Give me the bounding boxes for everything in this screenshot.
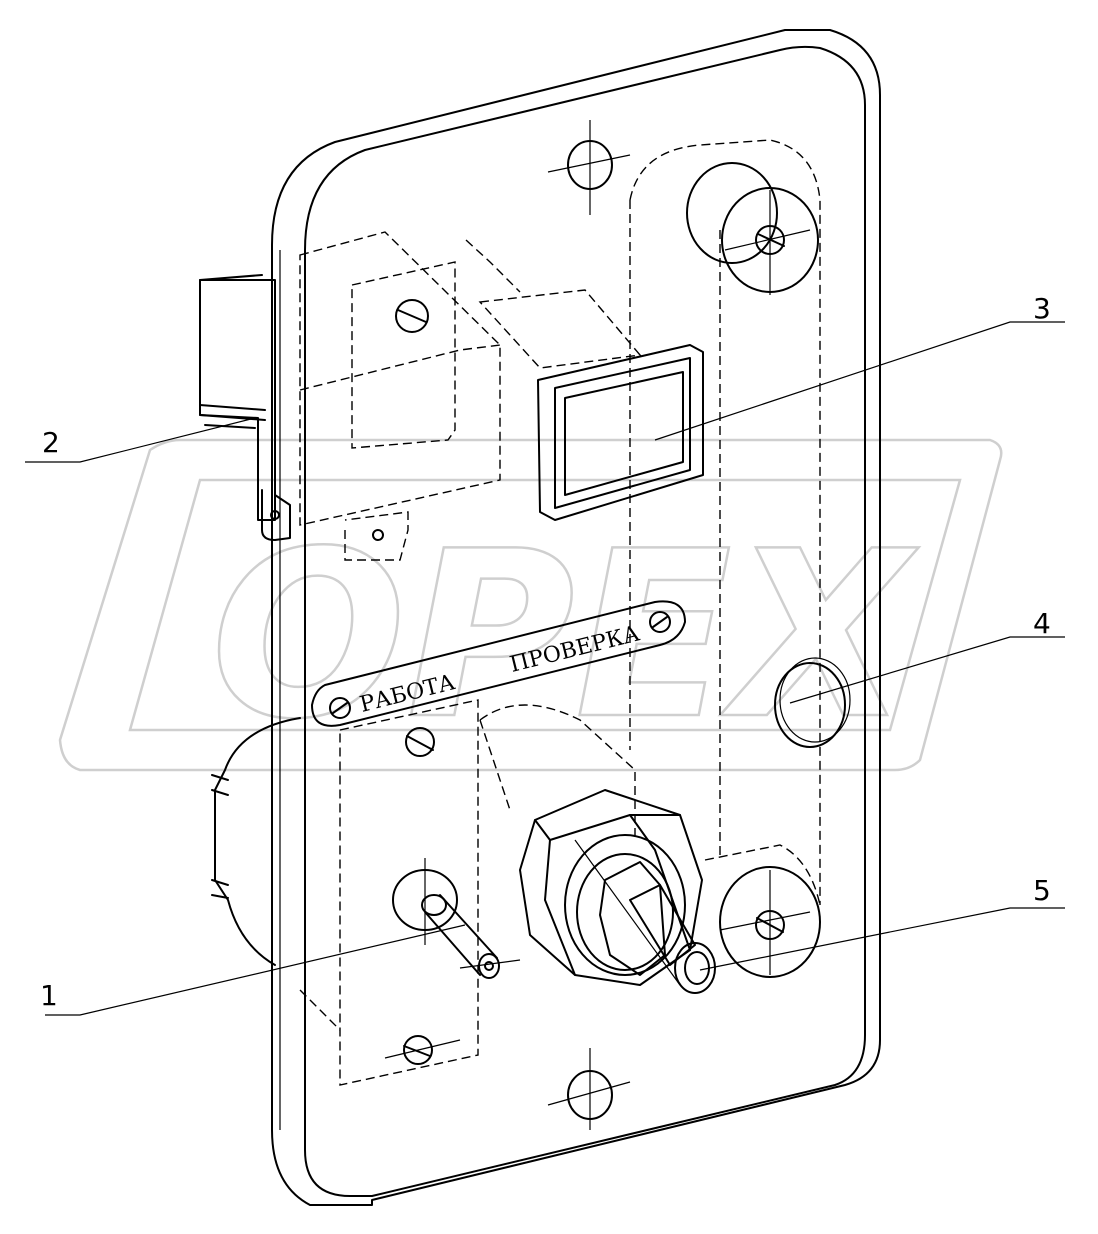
callout-4: 4 <box>789 607 1065 704</box>
callout-number-2: 2 <box>42 426 60 459</box>
watermark-text: OPEX <box>211 503 919 770</box>
callout-1: 1 <box>40 924 466 1016</box>
motor-assembly <box>211 699 479 1086</box>
watermark: OPEX <box>58 438 1003 772</box>
callout-number-4: 4 <box>1033 607 1051 640</box>
right-channel <box>629 139 821 978</box>
plug <box>774 657 851 748</box>
indicator-lamp <box>465 239 704 521</box>
top-mounting-hole <box>547 120 631 215</box>
callout-number-5: 5 <box>1033 874 1051 907</box>
callout-number-1: 1 <box>40 979 58 1012</box>
callout-3: 3 <box>654 292 1065 441</box>
back-plate <box>271 29 881 1206</box>
callout-2: 2 <box>25 417 256 463</box>
toggle-switch <box>392 858 521 979</box>
callout-number-3: 3 <box>1033 292 1051 325</box>
gland-nut <box>479 704 716 994</box>
relay-block <box>199 231 501 561</box>
bottom-mounting-hole <box>547 1048 631 1130</box>
relay-bracket <box>351 261 456 449</box>
callout-5: 5 <box>699 874 1065 971</box>
